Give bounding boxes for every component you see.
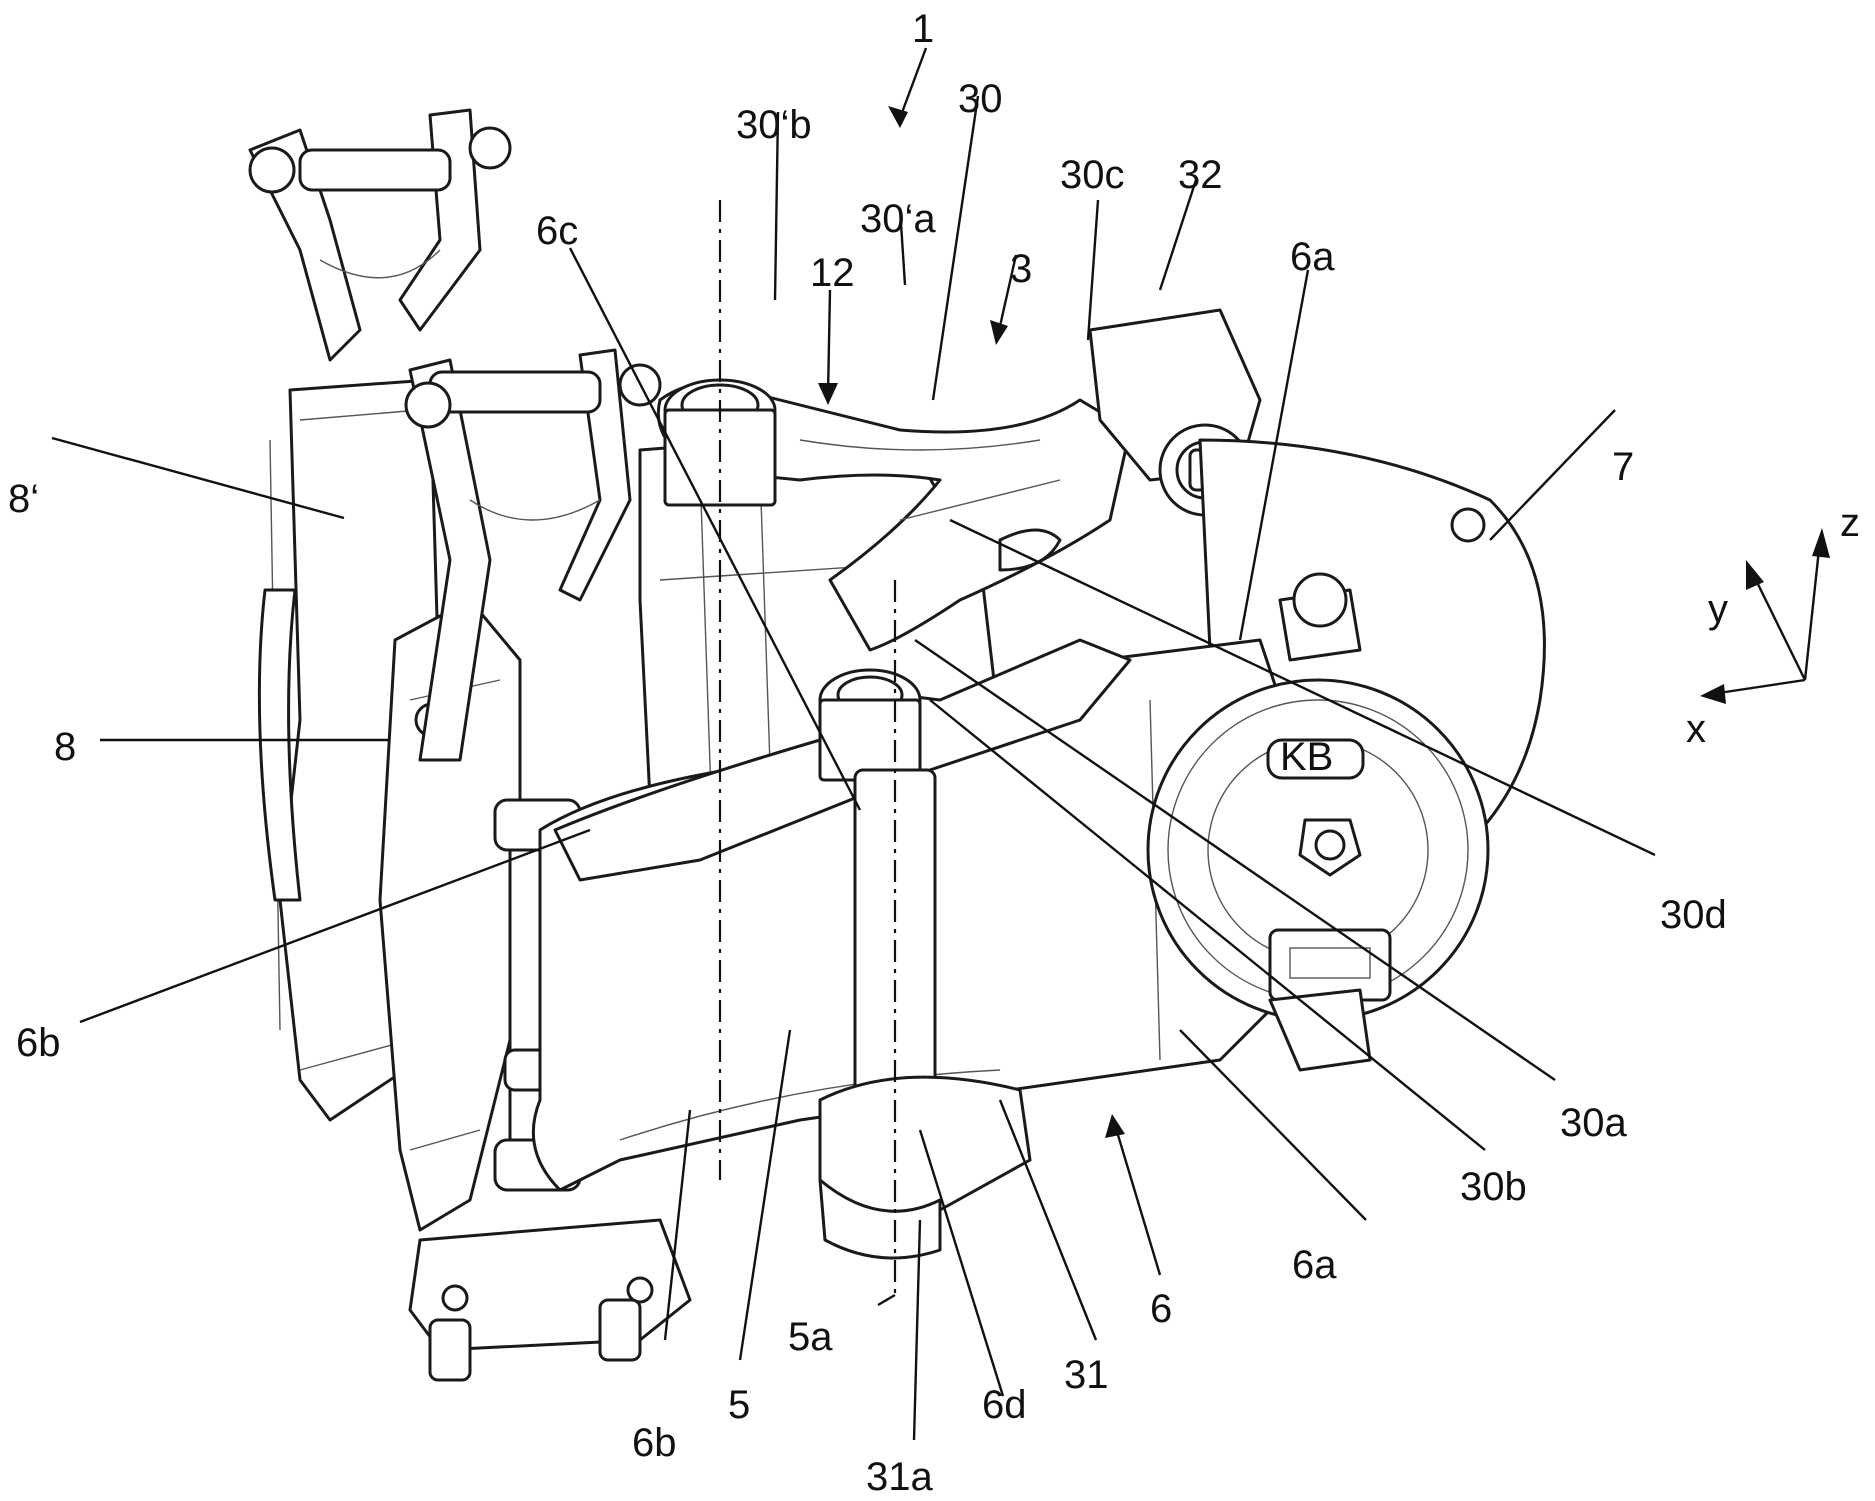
label-30d: 30d <box>1660 893 1727 937</box>
label-31a: 31a <box>866 1455 933 1499</box>
label-3: 3 <box>1010 247 1032 291</box>
label-5a: 5a <box>788 1315 833 1359</box>
label-6b-bottom: 6b <box>632 1421 677 1465</box>
axis-label-y: y <box>1708 587 1728 631</box>
label-1: 1 <box>912 7 934 51</box>
label-30b: 30b <box>1460 1165 1527 1209</box>
label-6: 6 <box>1150 1287 1172 1331</box>
label-6a-top: 6a <box>1290 235 1335 279</box>
label-8prime: 8‘ <box>8 477 39 521</box>
label-30a: 30a <box>1560 1101 1627 1145</box>
label-32: 32 <box>1178 153 1223 197</box>
label-8: 8 <box>54 725 76 769</box>
label-6c: 6c <box>536 209 578 253</box>
label-6a-bottom: 6a <box>1292 1243 1337 1287</box>
label-31: 31 <box>1064 1353 1109 1397</box>
label-30a-prime: 30‘a <box>860 197 936 241</box>
yoke-rear <box>250 110 510 360</box>
label-30c: 30c <box>1060 153 1125 197</box>
axis-label-x: x <box>1686 707 1706 751</box>
knorr-logo-icon: KB <box>1280 735 1333 779</box>
brake-unit-drawing: KB <box>250 110 1544 1380</box>
label-30b-prime: 30‘b <box>736 103 812 147</box>
axis-label-z: z <box>1840 501 1860 545</box>
yoke-front <box>406 350 660 760</box>
label-6d: 6d <box>982 1383 1027 1427</box>
label-30: 30 <box>958 77 1003 121</box>
label-7: 7 <box>1612 445 1634 489</box>
label-12: 12 <box>810 251 855 295</box>
label-5: 5 <box>728 1383 750 1427</box>
label-6b-left: 6b <box>16 1021 61 1065</box>
